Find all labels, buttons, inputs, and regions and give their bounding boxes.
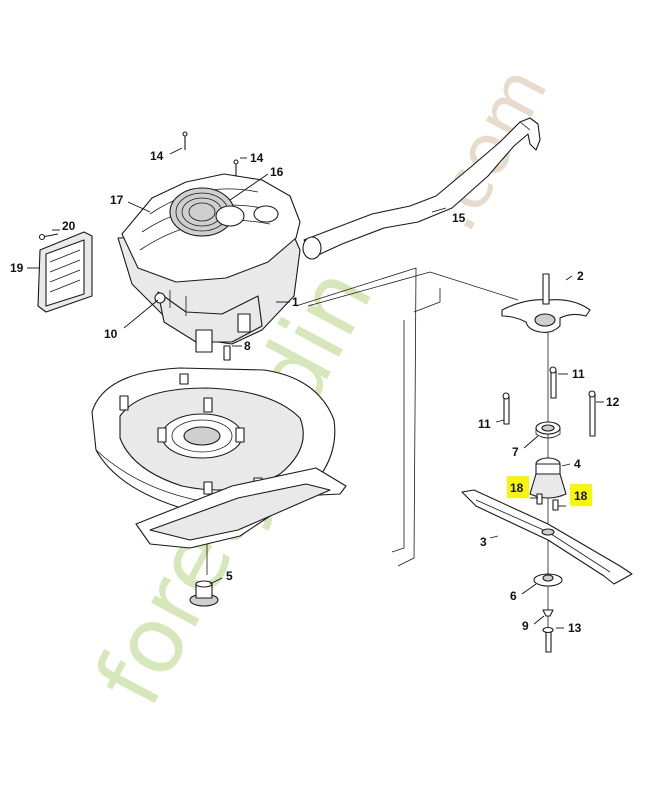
callout-labels: 14 14 16 17 20 19 15 2 1 10 8 11 11 12 7… xyxy=(10,149,620,635)
callout-4: 4 xyxy=(574,457,581,471)
callout-highlights xyxy=(507,476,592,506)
callout-10: 10 xyxy=(104,327,118,341)
callout-15: 15 xyxy=(452,211,466,225)
screws-14 xyxy=(182,131,239,176)
callout-11: 11 xyxy=(572,367,585,381)
callout-11: 11 xyxy=(478,417,491,431)
callout-16: 16 xyxy=(270,165,284,179)
callout-8: 8 xyxy=(244,339,251,353)
callout-18: 18 xyxy=(510,481,524,495)
blade-3 xyxy=(461,489,633,585)
callout-18: 18 xyxy=(574,489,588,503)
bolt-13 xyxy=(542,626,554,653)
engine-assembly xyxy=(117,173,301,361)
callout-12: 12 xyxy=(606,395,620,409)
callout-19: 19 xyxy=(10,261,24,275)
air-filter xyxy=(37,231,93,313)
callout-17: 17 xyxy=(110,193,124,207)
keys-18 xyxy=(536,493,559,511)
mower-deck xyxy=(91,367,347,607)
callout-7: 7 xyxy=(512,445,519,459)
callout-14: 14 xyxy=(250,151,264,165)
callout-13: 13 xyxy=(568,621,582,635)
blade-adapter-4 xyxy=(529,457,567,499)
adapter-5 xyxy=(189,580,219,607)
washer-9 xyxy=(542,609,554,617)
callout-6: 6 xyxy=(510,589,517,603)
bolt-12 xyxy=(588,390,596,437)
blade-assembly xyxy=(461,273,633,653)
pin-8 xyxy=(223,345,231,361)
handle-tube xyxy=(302,117,541,260)
callout-1: 1 xyxy=(292,295,299,309)
callout-2: 2 xyxy=(577,269,584,283)
callout-3: 3 xyxy=(480,535,487,549)
flange-2 xyxy=(501,273,591,333)
disc-6 xyxy=(533,573,563,587)
bearing-7 xyxy=(535,421,561,439)
callout-20: 20 xyxy=(62,219,76,233)
callout-9: 9 xyxy=(522,619,529,633)
highlight-18-right xyxy=(570,484,592,506)
bolts-11 xyxy=(502,366,557,425)
leader-lines xyxy=(27,147,604,629)
callout-14: 14 xyxy=(150,149,164,163)
highlight-18-left xyxy=(507,476,529,498)
callout-5: 5 xyxy=(226,569,233,583)
